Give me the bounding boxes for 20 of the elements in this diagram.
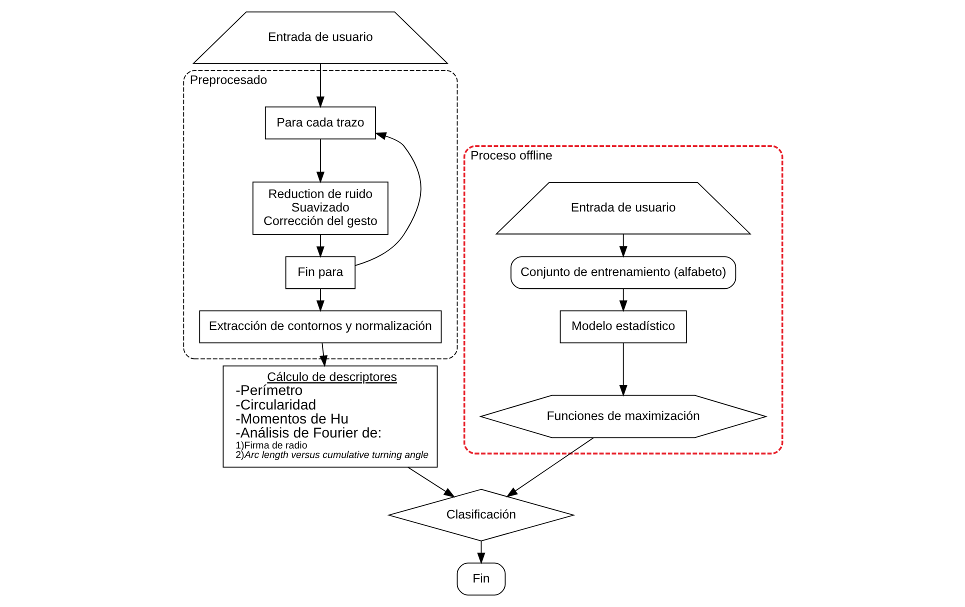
arrow xyxy=(319,342,328,368)
arrow xyxy=(316,234,324,258)
node-box: Conjunto de entrenamiento (alfabeto) xyxy=(510,256,736,290)
arrow xyxy=(618,342,627,397)
arrow xyxy=(506,437,594,498)
arrow xyxy=(316,63,324,108)
arrow xyxy=(476,540,485,564)
arrow xyxy=(316,288,324,312)
arrow xyxy=(407,466,455,498)
node-box: Para cada trazo xyxy=(264,106,376,140)
arrow xyxy=(354,132,421,266)
node-box: Fin xyxy=(456,562,506,596)
node-box: Modelo estadístico xyxy=(559,310,686,344)
node-box: Reduction de ruido Suavizado Corrección del gesto xyxy=(252,182,388,235)
arrow xyxy=(618,234,627,258)
node-box: Fin para xyxy=(284,256,356,290)
node-box: Extracción de contornos y normalización xyxy=(198,310,442,344)
node-box: Cálculo de descriptores -Perímetro -Circularidad -Momentos de Hu -Análisis de Fourier de: 1)Firma de radio 2)Arc length versus cumulative turning angle xyxy=(222,365,438,468)
arrow xyxy=(618,288,627,312)
arrow xyxy=(316,138,324,184)
